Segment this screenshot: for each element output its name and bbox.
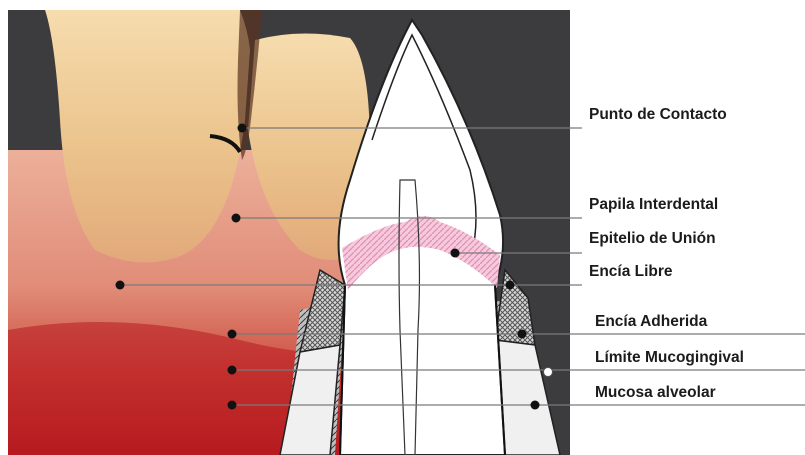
label-punto-contacto: Punto de Contacto: [589, 106, 727, 124]
dot-epitelio: [451, 249, 460, 258]
label-encia-adherida: Encía Adherida: [595, 313, 707, 331]
dot-encia-libre-photo: [116, 281, 125, 290]
dot-mucosa-section: [531, 401, 540, 410]
dot-punto-contacto: [238, 124, 247, 133]
dot-encia-adherida: [228, 330, 237, 339]
label-papila-interdental: Papila Interdental: [589, 196, 718, 214]
label-limite-mucogingival: Límite Mucogingival: [595, 349, 744, 367]
dot-papila: [232, 214, 241, 223]
label-mucosa-alveolar: Mucosa alveolar: [595, 384, 716, 402]
label-encia-libre: Encía Libre: [589, 263, 673, 281]
dot-limite-section: [544, 368, 553, 377]
dot-encia-libre-section: [506, 281, 515, 290]
dot-mucosa: [228, 401, 237, 410]
dot-limite: [228, 366, 237, 375]
dot-encia-adherida-section: [518, 330, 527, 339]
label-epitelio-union: Epitelio de Unión: [589, 230, 716, 248]
